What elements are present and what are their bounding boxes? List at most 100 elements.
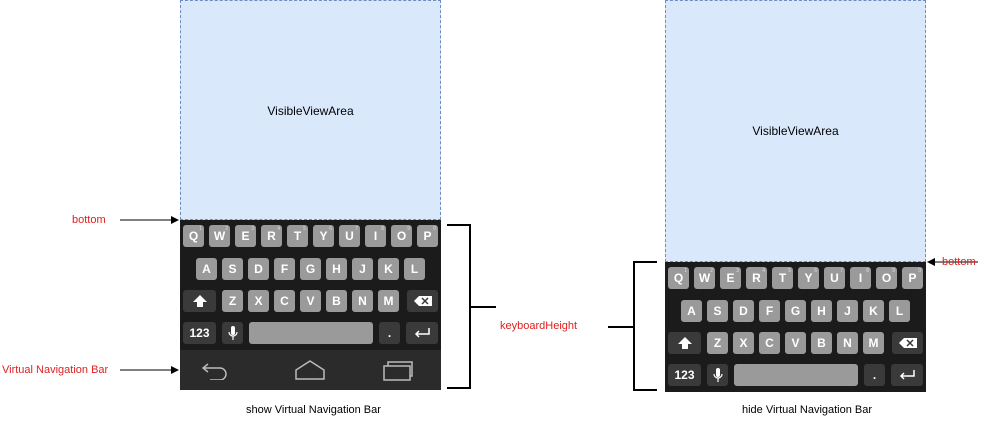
numbers-key[interactable]: 123 <box>183 322 216 344</box>
key-r-number: 4 <box>762 268 765 274</box>
key-v[interactable]: V <box>785 332 806 354</box>
key-t-number: 5 <box>788 268 791 274</box>
key-q-label: Q <box>673 271 684 285</box>
period-key-label: . <box>387 326 392 340</box>
key-a-label: A <box>202 262 211 276</box>
key-y-number: 6 <box>814 268 817 274</box>
key-x[interactable]: X <box>733 332 754 354</box>
backspace-key[interactable] <box>892 332 923 354</box>
key-c[interactable]: C <box>759 332 780 354</box>
key-a[interactable]: A <box>681 300 702 322</box>
key-f[interactable]: F <box>274 258 295 280</box>
keyboard-height-bracket-left <box>447 224 496 389</box>
numbers-key-label: 123 <box>189 326 210 340</box>
key-d[interactable]: D <box>248 258 269 280</box>
key-i-label: I <box>373 229 378 243</box>
key-o-label: O <box>881 271 892 285</box>
shift-key[interactable] <box>183 290 216 312</box>
key-k[interactable]: K <box>378 258 399 280</box>
nav-bar-label: Virtual Navigation Bar <box>2 364 109 376</box>
key-t-label: T <box>293 229 302 243</box>
key-l[interactable]: L <box>404 258 425 280</box>
keyboard-height-bracket-right <box>608 261 657 391</box>
key-x[interactable]: X <box>248 290 269 312</box>
back-icon <box>201 363 227 380</box>
key-n[interactable]: N <box>352 290 373 312</box>
key-t-number: 5 <box>303 226 306 232</box>
space-key[interactable] <box>734 364 858 386</box>
key-d[interactable]: D <box>733 300 754 322</box>
key-b[interactable]: B <box>326 290 347 312</box>
key-f[interactable]: F <box>759 300 780 322</box>
key-m[interactable]: M <box>378 290 399 312</box>
space-key[interactable] <box>249 322 373 344</box>
key-s[interactable]: S <box>222 258 243 280</box>
key-e-label: E <box>726 271 735 285</box>
key-u-label: U <box>345 229 354 243</box>
enter-key[interactable] <box>891 364 923 386</box>
key-p-number: 0 <box>918 268 921 274</box>
key-b[interactable]: B <box>811 332 832 354</box>
key-j[interactable]: J <box>352 258 373 280</box>
period-key[interactable]: . <box>864 364 885 386</box>
key-l-label: L <box>410 262 419 276</box>
key-z-label: Z <box>228 294 237 308</box>
key-g[interactable]: G <box>785 300 806 322</box>
key-v[interactable]: V <box>300 290 321 312</box>
key-m-label: M <box>868 336 879 350</box>
mic-key[interactable] <box>222 322 243 344</box>
key-k[interactable]: K <box>863 300 884 322</box>
backspace-icon <box>413 296 432 306</box>
key-w-number: 2 <box>710 268 713 274</box>
enter-key[interactable] <box>406 322 438 344</box>
key-h[interactable]: H <box>811 300 832 322</box>
key-r-label: R <box>752 271 761 285</box>
key-a[interactable]: A <box>196 258 217 280</box>
period-key[interactable]: . <box>379 322 400 344</box>
key-z[interactable]: Z <box>222 290 243 312</box>
key-z-label: Z <box>713 336 722 350</box>
key-m[interactable]: M <box>863 332 884 354</box>
key-l[interactable]: L <box>889 300 910 322</box>
key-s[interactable]: S <box>707 300 728 322</box>
key-d-label: D <box>254 262 263 276</box>
caption-left: show Virtual Navigation Bar <box>246 404 381 416</box>
key-j[interactable]: J <box>837 300 858 322</box>
backspace-key[interactable] <box>407 290 438 312</box>
key-y-label: Y <box>319 229 328 243</box>
key-c[interactable]: C <box>274 290 295 312</box>
key-e-number: 3 <box>736 268 739 274</box>
mic-key[interactable] <box>707 364 728 386</box>
numbers-key[interactable]: 123 <box>668 364 701 386</box>
key-d-label: D <box>739 304 748 318</box>
key-o-number: 9 <box>892 268 895 274</box>
key-q-number: 1 <box>684 268 687 274</box>
recent-apps-icon <box>383 361 413 381</box>
key-h[interactable]: H <box>326 258 347 280</box>
key-g[interactable]: G <box>300 258 321 280</box>
key-n[interactable]: N <box>837 332 858 354</box>
key-z[interactable]: Z <box>707 332 728 354</box>
shift-key[interactable] <box>668 332 701 354</box>
